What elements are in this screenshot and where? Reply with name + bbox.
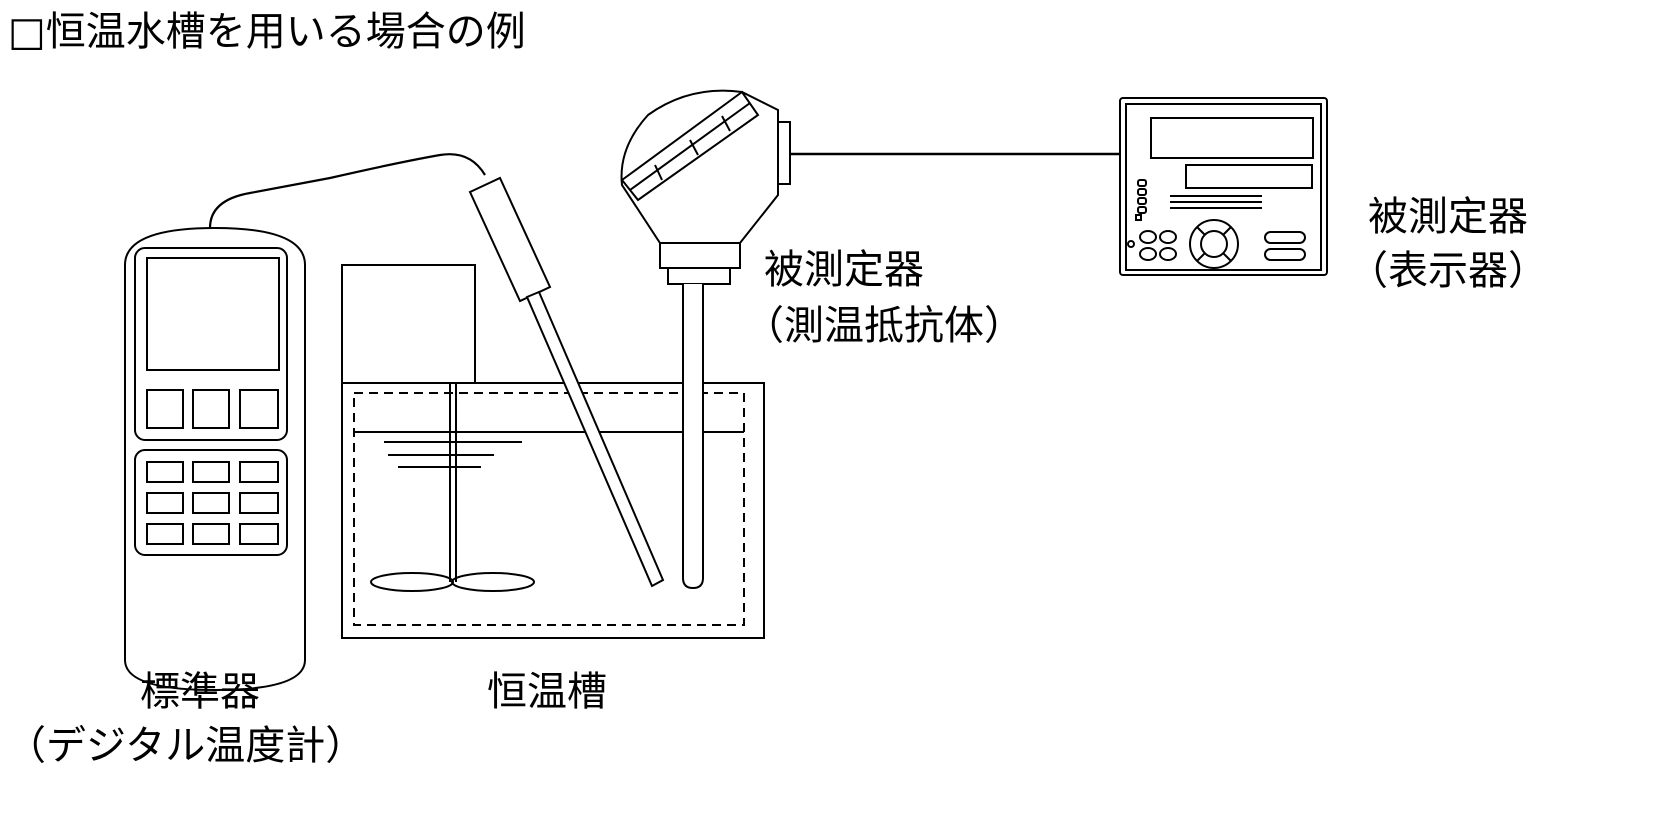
rtd-cable-gland: [778, 122, 790, 184]
display-unit-bezel: [1120, 98, 1327, 275]
thermometer-probe-cable: [210, 154, 485, 228]
rtd-fitting: [668, 268, 730, 284]
constant-temperature-bath: [342, 265, 764, 638]
thermometer-upper-panel: [135, 248, 287, 440]
bath-inner-wall: [354, 393, 744, 625]
display-oval-button: [1265, 249, 1305, 260]
label-standard-device-sub: （デジタル温度計）: [6, 723, 366, 769]
thermometer-keypad-key: [240, 462, 278, 482]
display-small-button: [1140, 231, 1156, 243]
label-rtd-sub: （測温抵抗体）: [744, 303, 1024, 349]
display-status-led: [1138, 207, 1146, 213]
display-dial-tick: [1223, 227, 1231, 235]
label-rtd: 被測定器: [764, 247, 924, 293]
rtd-cover-rib: [722, 116, 730, 131]
label-display: 被測定器: [1368, 194, 1528, 240]
thermometer-function-key: [240, 390, 278, 428]
thermometer-keypad-key: [147, 493, 183, 513]
digital-thermometer: [125, 228, 305, 690]
display-unit: [1120, 98, 1327, 275]
rtd-nipple: [660, 243, 740, 268]
display-small-button: [1160, 231, 1176, 243]
stirrer-blade: [371, 573, 453, 591]
label-display-sub: （表示器）: [1348, 248, 1548, 294]
display-status-led: [1138, 180, 1146, 186]
display-dial-center: [1201, 231, 1227, 257]
display-status-led: [1138, 198, 1146, 204]
thermometer-keypad-panel: [135, 450, 287, 555]
label-bath: 恒温槽: [487, 669, 607, 715]
display-dial-tick: [1223, 253, 1231, 261]
rtd-cover-rib: [655, 165, 662, 180]
bath-tank: [342, 383, 764, 638]
reference-probe-handle: [470, 178, 550, 301]
rtd-cover-seam: [630, 103, 750, 190]
display-sub-readout: [1186, 165, 1312, 188]
thermometer-keypad-key: [240, 524, 278, 544]
rtd-sensor: [622, 91, 790, 588]
thermometer-keypad-key: [193, 462, 229, 482]
stirrer-motor-box: [342, 265, 475, 383]
display-status-led: [1138, 189, 1146, 195]
thermometer-keypad-key: [147, 462, 183, 482]
thermometer-keypad-key: [193, 524, 229, 544]
thermometer-keypad-key: [240, 493, 278, 513]
page-title: □恒温水槽を用いる場合の例: [8, 9, 526, 55]
reference-probe-sheath: [527, 292, 663, 586]
reference-probe: [470, 178, 663, 586]
display-dial: [1190, 220, 1238, 268]
display-small-button: [1160, 248, 1176, 260]
display-main-readout: [1151, 118, 1313, 158]
thermometer-keypad-key: [193, 493, 229, 513]
thermometer-function-key: [193, 390, 229, 428]
thermometer-body: [125, 228, 305, 690]
display-unit-face: [1126, 104, 1321, 270]
display-oval-button: [1265, 232, 1305, 243]
rtd-sheath: [683, 284, 703, 588]
stirrer-blade: [452, 573, 534, 591]
display-status-led: [1136, 215, 1141, 220]
thermometer-keypad-key: [147, 524, 183, 544]
thermometer-display-screen: [147, 258, 279, 370]
thermometer-function-key: [147, 390, 183, 428]
display-small-dot: [1128, 241, 1134, 247]
rtd-cover-rib: [690, 140, 698, 155]
display-small-button: [1140, 248, 1156, 260]
display-dial-tick: [1197, 253, 1205, 261]
display-dial-tick: [1197, 227, 1205, 235]
label-standard-device: 標準器: [140, 669, 260, 715]
